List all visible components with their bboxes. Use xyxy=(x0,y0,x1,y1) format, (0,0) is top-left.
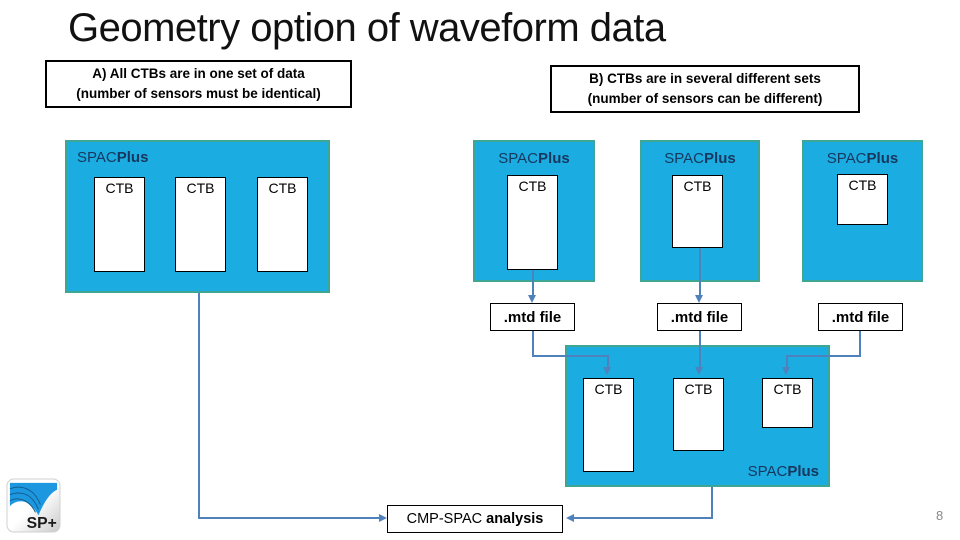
connector-groupa-across xyxy=(198,517,380,519)
option-a-callout: A) All CTBs are in one set of data (numb… xyxy=(45,60,352,108)
cmp-spac-text: CMP-SPAC xyxy=(406,511,487,527)
ctb-box: CTB xyxy=(672,175,723,248)
spplus-logo-text: SP+ xyxy=(27,515,57,532)
connector-mtd3-across xyxy=(786,355,861,357)
spacplus-label: SPACPlus xyxy=(475,150,593,167)
ctb-box: CTB xyxy=(673,378,724,451)
spacplus-label-spac: SPAC xyxy=(826,150,867,167)
spacplus-label-plus: Plus xyxy=(866,150,899,167)
page-number: 8 xyxy=(936,508,944,523)
connector-merged-across xyxy=(573,517,713,519)
arrowhead-down-icon xyxy=(695,367,703,375)
spacplus-label: SPACPlus xyxy=(748,463,819,480)
spacplus-group-b3: SPACPlus CTB xyxy=(802,140,923,282)
ctb-box: CTB xyxy=(837,174,888,225)
spacplus-label-spac: SPAC xyxy=(747,463,788,480)
option-b-line1: B) CTBs are in several different sets xyxy=(589,71,821,87)
spacplus-label-plus: Plus xyxy=(704,150,736,167)
mtd-file-box-3: .mtd file xyxy=(818,303,903,331)
connector-mtd1-down xyxy=(532,331,534,357)
arrowhead-down-icon xyxy=(782,367,790,375)
arrowhead-down-icon xyxy=(528,295,536,303)
spacplus-label-plus: Plus xyxy=(538,150,570,167)
option-a-line2: (number of sensors must be identical) xyxy=(76,86,321,101)
spacplus-group-b2: SPACPlus CTB xyxy=(640,140,760,282)
connector-mtd2-into-ctb xyxy=(699,331,701,368)
connector-ctb1-to-mtd1 xyxy=(532,270,534,296)
cmp-spac-analysis-box: CMP-SPAC analysis xyxy=(387,505,563,533)
arrowhead-right-icon xyxy=(379,513,387,522)
mtd-file-box-2: .mtd file xyxy=(657,303,742,331)
connector-mtd3-down xyxy=(859,331,861,357)
option-b-callout: B) CTBs are in several different sets (n… xyxy=(550,65,860,113)
analysis-text: analysis xyxy=(486,511,544,527)
spacplus-group-a: SPACPlus CTB CTB CTB xyxy=(65,140,330,293)
connector-merged-down xyxy=(711,487,713,519)
connector-ctb2-to-mtd2 xyxy=(699,248,701,296)
spacplus-label-spac: SPAC xyxy=(498,150,539,167)
connector-groupa-down xyxy=(198,293,200,519)
connector-mtd1-into-ctb xyxy=(607,355,609,368)
arrowhead-left-icon xyxy=(566,513,574,522)
connector-mtd3-into-ctb xyxy=(786,355,788,368)
spplus-logo-icon: SP+ xyxy=(6,478,61,533)
spacplus-label: SPACPlus xyxy=(804,150,921,167)
connector-mtd1-across xyxy=(532,355,609,357)
spacplus-label: SPACPlus xyxy=(642,150,758,167)
ctb-box: CTB xyxy=(175,177,226,272)
ctb-box: CTB xyxy=(583,378,634,472)
ctb-box: CTB xyxy=(762,378,813,428)
spacplus-group-b1: SPACPlus CTB xyxy=(473,140,595,282)
spacplus-label-plus: Plus xyxy=(116,149,149,166)
ctb-box: CTB xyxy=(257,177,308,272)
spacplus-label-spac: SPAC xyxy=(77,149,117,166)
ctb-box: CTB xyxy=(507,175,558,270)
option-b-line2: (number of sensors can be different) xyxy=(587,91,823,106)
spacplus-label-plus: Plus xyxy=(787,463,819,480)
option-a-line1: A) All CTBs are in one set of data xyxy=(92,66,305,82)
slide-title: Geometry option of waveform data xyxy=(68,6,666,50)
ctb-box: CTB xyxy=(94,177,145,272)
spacplus-label: SPACPlus xyxy=(77,149,148,166)
spacplus-label-spac: SPAC xyxy=(664,150,705,167)
arrowhead-down-icon xyxy=(695,295,703,303)
arrowhead-down-icon xyxy=(603,367,611,375)
mtd-file-box-1: .mtd file xyxy=(490,303,575,331)
